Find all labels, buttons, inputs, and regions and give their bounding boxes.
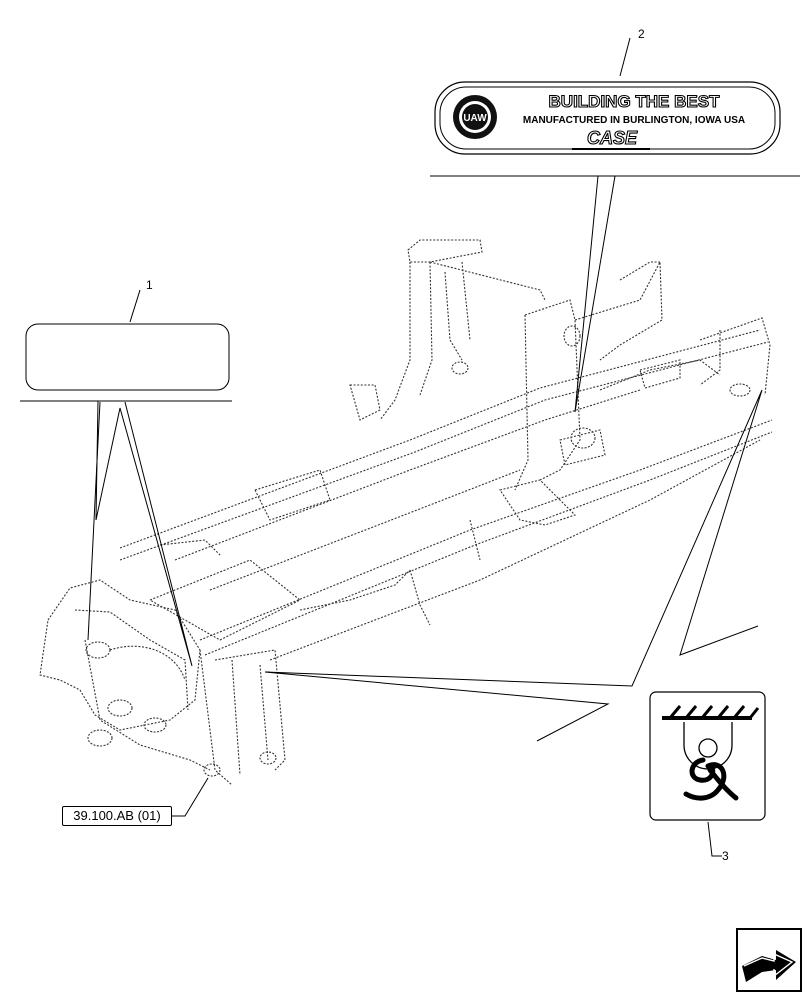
callout-3-number: 3 <box>722 849 729 863</box>
callout-1-group: 1 <box>20 278 232 667</box>
decal-line-2: MANUFACTURED IN BURLINGTON, IOWA USA <box>523 115 745 126</box>
callout-3-leader <box>707 821 722 857</box>
blank-label-decal[interactable] <box>25 323 230 391</box>
next-page-arrow-icon[interactable] <box>736 928 802 992</box>
callout-1-leader <box>129 289 141 323</box>
loader-frame-illustration <box>39 239 773 786</box>
callout-2-group: 2 UAW BUILDING THE BEST MANUFACTURED IN … <box>430 27 800 413</box>
reference-leader <box>172 777 209 817</box>
callout-1-pointer <box>95 400 193 667</box>
uaw-seal-text: UAW <box>463 113 487 124</box>
callout-1-pointer-2 <box>87 401 101 641</box>
callout-1-number: 1 <box>146 278 153 292</box>
decal-line-1: BUILDING THE BEST <box>549 92 721 111</box>
lift-point-decal[interactable] <box>649 691 766 821</box>
decal-brand: CASE <box>587 128 638 148</box>
callout-3-group: 3 <box>264 389 766 863</box>
uaw-seal-icon: UAW <box>453 95 497 139</box>
callout-2-pointer <box>574 175 616 413</box>
reference-link-button[interactable]: 39.100.AB (01) <box>62 806 172 826</box>
frame-holes <box>85 325 751 777</box>
lift-point-hook-icon <box>662 705 760 801</box>
callout-2-leader <box>619 37 631 77</box>
callout-3-pointer <box>264 389 763 742</box>
callout-2-number: 2 <box>638 27 645 41</box>
building-the-best-decal[interactable] <box>434 81 781 155</box>
